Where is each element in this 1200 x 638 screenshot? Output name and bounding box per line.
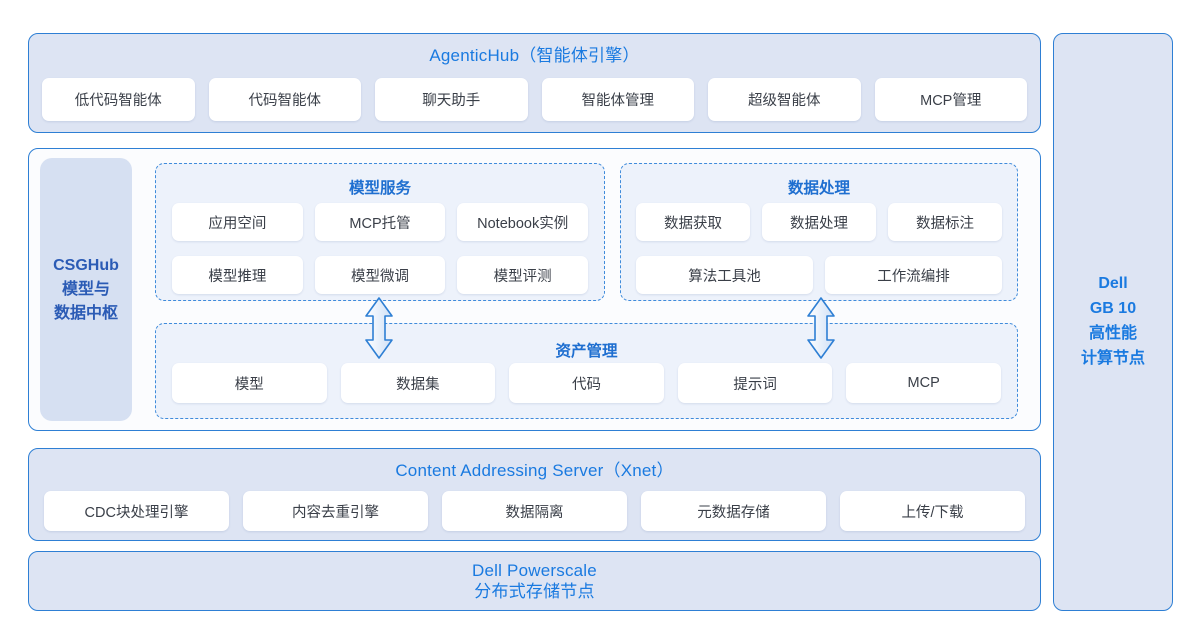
model-services-row-2: 模型推理 模型微调 模型评测 [172, 256, 589, 294]
data-processing-item-acquisition[interactable]: 数据获取 [636, 203, 750, 241]
agentic-hub-items: 低代码智能体 代码智能体 聊天助手 智能体管理 超级智能体 MCP管理 [42, 78, 1027, 121]
cas-item-data-isolation[interactable]: 数据隔离 [442, 491, 627, 531]
model-services-item-app-space[interactable]: 应用空间 [172, 203, 303, 241]
agentic-item-agent-management[interactable]: 智能体管理 [541, 78, 694, 121]
csghub-label-line-3: 数据中枢 [53, 304, 118, 322]
data-processing-item-algorithm-pool[interactable]: 算法工具池 [636, 256, 813, 294]
powerscale-line-2: 分布式存储节点 [474, 582, 595, 601]
model-services-title: 模型服务 [348, 180, 411, 197]
agentic-item-low-code-agent[interactable]: 低代码智能体 [42, 78, 195, 121]
agentic-hub-title: AgenticHub（智能体引擎） [429, 46, 640, 65]
double-arrow-icon-data-processing [807, 297, 835, 359]
csghub-label-line-2: 模型与 [61, 280, 110, 298]
csghub-label-line-1: CSGHub [53, 256, 119, 274]
cas-item-dedup-engine[interactable]: 内容去重引擎 [243, 491, 428, 531]
asset-item-dataset[interactable]: 数据集 [340, 363, 496, 403]
agentic-item-super-agent[interactable]: 超级智能体 [708, 78, 861, 121]
model-services-item-finetune[interactable]: 模型微调 [314, 256, 446, 294]
double-arrow-icon-model-services [365, 297, 393, 359]
model-services-item-inference[interactable]: 模型推理 [172, 256, 303, 294]
cas-item-metadata-storage[interactable]: 元数据存储 [641, 491, 826, 531]
asset-management-title: 资产管理 [555, 343, 618, 360]
content-addressing-server-items: CDC块处理引擎 内容去重引擎 数据隔离 元数据存储 上传/下载 [44, 491, 1025, 531]
model-services-item-evaluation[interactable]: 模型评测 [457, 256, 589, 294]
asset-management-items: 模型 数据集 代码 提示词 MCP [172, 363, 1001, 403]
powerscale-panel: Dell Powerscale 分布式存储节点 [28, 551, 1041, 611]
data-processing-title: 数据处理 [787, 180, 850, 197]
csghub-label: CSGHub 模型与 数据中枢 [40, 158, 132, 421]
powerscale-line-1: Dell Powerscale [472, 560, 597, 580]
asset-item-model[interactable]: 模型 [172, 363, 327, 403]
data-processing-row-1: 数据获取 数据处理 数据标注 [636, 203, 1002, 241]
data-processing-item-workflow-orchestration[interactable]: 工作流编排 [825, 256, 1002, 294]
compute-node-line-3: 高性能 [1088, 325, 1137, 342]
agentic-item-code-agent[interactable]: 代码智能体 [208, 78, 361, 121]
compute-node-line-4: 计算节点 [1080, 349, 1145, 367]
data-processing-item-processing[interactable]: 数据处理 [762, 203, 876, 241]
powerscale-title: Dell Powerscale 分布式存储节点 [29, 560, 1040, 603]
compute-node-line-1: Dell [1098, 275, 1128, 293]
model-services-item-mcp-hosting[interactable]: MCP托管 [314, 203, 446, 241]
cas-item-cdc-chunking-engine[interactable]: CDC块处理引擎 [44, 491, 229, 531]
asset-item-code[interactable]: 代码 [509, 363, 664, 403]
agentic-item-mcp-management[interactable]: MCP管理 [874, 78, 1027, 121]
compute-node-line-2: GB 10 [1089, 300, 1137, 318]
asset-item-mcp[interactable]: MCP [846, 363, 1001, 403]
data-processing-row-2: 算法工具池 工作流编排 [636, 256, 1002, 294]
model-services-item-notebook-instance[interactable]: Notebook实例 [457, 203, 589, 241]
model-services-row-1: 应用空间 MCP托管 Notebook实例 [172, 203, 589, 241]
content-addressing-server-title: Content Addressing Server（Xnet） [395, 461, 674, 480]
cas-item-upload-download[interactable]: 上传/下载 [840, 491, 1025, 531]
data-processing-item-annotation[interactable]: 数据标注 [888, 203, 1002, 241]
compute-node-label: Dell GB 10 高性能 计算节点 [1081, 272, 1145, 371]
agentic-hub-panel: AgenticHub（智能体引擎） [28, 33, 1041, 133]
asset-item-prompt[interactable]: 提示词 [677, 363, 833, 403]
agentic-item-chat-assistant[interactable]: 聊天助手 [375, 78, 528, 121]
compute-node-panel: Dell GB 10 高性能 计算节点 [1053, 33, 1173, 611]
